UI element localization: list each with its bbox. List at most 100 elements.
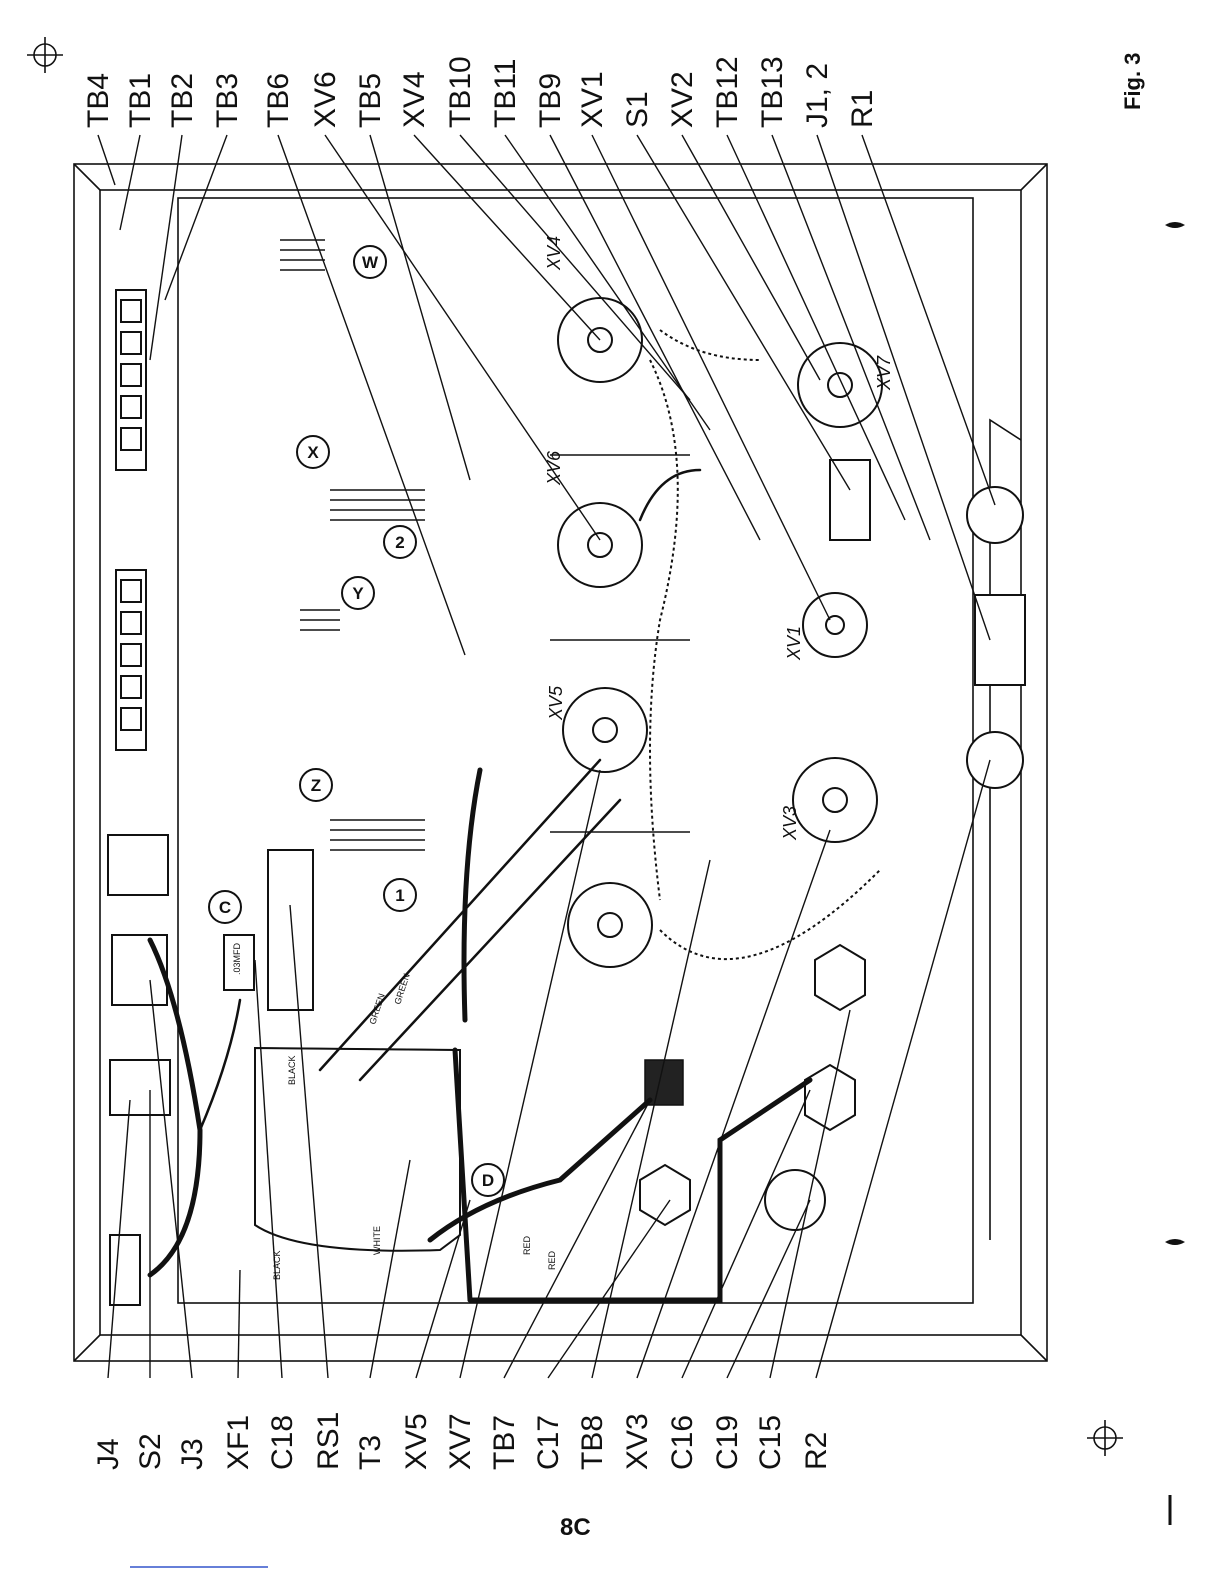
circle-marker-z: Z: [300, 769, 332, 801]
leader-line: [727, 135, 905, 520]
tube-socket-xv4: XV4: [544, 236, 642, 382]
capacitor-c19: [765, 1170, 825, 1230]
leader-line: [150, 980, 192, 1378]
leader-line: [548, 1200, 670, 1378]
component-label-top: XV1: [576, 71, 609, 128]
leader-line: [98, 135, 115, 185]
component-label-top: TB4: [82, 73, 115, 128]
svg-text:RED: RED: [522, 1235, 532, 1255]
jack-j3: [112, 935, 167, 1005]
jack-j4: [108, 835, 168, 895]
capacitor-c18: .03MFD: [224, 935, 254, 990]
leader-line: [120, 135, 140, 230]
svg-text:X: X: [307, 443, 319, 462]
svg-text:W: W: [362, 253, 379, 272]
component-label-bottom: XV3: [621, 1413, 654, 1470]
switch-s1: [830, 460, 870, 540]
svg-text:.03MFD: .03MFD: [232, 942, 242, 975]
component-label-bottom: RS1: [312, 1412, 345, 1470]
leader-line: [370, 135, 470, 480]
svg-text:XV3: XV3: [780, 806, 800, 841]
circle-marker-2: 2: [384, 526, 416, 558]
capacitor-c16: [805, 1065, 855, 1130]
component-label-bottom: T3: [354, 1435, 387, 1470]
resistor-strip-rs1: [268, 850, 313, 1010]
component-label-top: TB1: [124, 73, 157, 128]
terminal-strip-tb2: [116, 570, 146, 750]
tube-socket-xv7-lower: [568, 883, 652, 967]
leader-line: [460, 770, 600, 1378]
component-label-bottom: R2: [800, 1432, 833, 1470]
svg-text:XV1: XV1: [784, 626, 804, 661]
component-label-bottom: J4: [92, 1438, 125, 1470]
pot-r1: [967, 487, 1023, 543]
svg-text:XV5: XV5: [546, 685, 566, 721]
component-label-top: XV6: [309, 71, 342, 128]
leader-lines: [98, 135, 995, 1378]
jack-j1-j2: [975, 595, 1025, 685]
component-label-top: TB3: [211, 73, 244, 128]
component-label-bottom: C15: [754, 1415, 787, 1470]
component-label-top: TB5: [354, 73, 387, 128]
leader-line: [278, 135, 465, 655]
tube-socket-xv1: XV1: [784, 593, 867, 661]
leader-line: [414, 135, 600, 340]
component-label-bottom: C18: [266, 1415, 299, 1470]
figure-label: Fig. 3: [1120, 53, 1145, 110]
svg-text:WHITE: WHITE: [372, 1226, 382, 1255]
circle-marker-x: X: [297, 436, 329, 468]
capacitor-c15: [815, 945, 865, 1010]
component-label-top: TB9: [534, 73, 567, 128]
circle-marker-w: W: [354, 246, 386, 278]
component-label-top: J1, 2: [801, 63, 834, 128]
svg-text:D: D: [482, 1171, 494, 1190]
svg-text:XV4: XV4: [544, 236, 564, 271]
svg-text:XV7: XV7: [874, 355, 894, 391]
circle-marker-1: 1: [384, 879, 416, 911]
component-label-top: TB12: [711, 56, 744, 128]
component-label-bottom: XV7: [444, 1413, 477, 1470]
component-label-top: S1: [621, 91, 654, 128]
component-label-bottom: XV5: [400, 1413, 433, 1470]
pot-r2: [967, 732, 1023, 788]
leader-line: [727, 1200, 810, 1378]
svg-text:Z: Z: [311, 776, 321, 795]
component-label-bottom: C17: [532, 1415, 565, 1470]
component-label-bottom: TB7: [488, 1415, 521, 1470]
registration-mark-bottom-right: [1087, 1420, 1123, 1456]
tube-socket-xv7: XV7: [798, 343, 894, 427]
tube-socket-xv5: XV5: [546, 685, 647, 772]
component-label-top: TB11: [489, 59, 522, 128]
svg-text:BLACK: BLACK: [287, 1055, 297, 1085]
svg-text:C: C: [219, 898, 231, 917]
circle-marker-d: D: [472, 1164, 504, 1196]
leader-line: [682, 135, 820, 380]
component-label-top: TB6: [262, 73, 295, 128]
svg-text:GREEN: GREEN: [392, 972, 411, 1006]
component-label-bottom: TB8: [576, 1415, 609, 1470]
svg-text:1: 1: [395, 886, 404, 905]
component-label-bottom: XF1: [222, 1415, 255, 1470]
component-label-top: R1: [846, 90, 879, 128]
component-label-top: XV2: [666, 71, 699, 128]
svg-text:Y: Y: [352, 584, 364, 603]
svg-text:GREEN: GREEN: [367, 992, 386, 1026]
component-label-bottom: C19: [711, 1415, 744, 1470]
component-label-bottom: S2: [134, 1433, 167, 1470]
tube-socket-xv6: XV6: [544, 450, 642, 587]
leader-line: [165, 135, 227, 300]
registration-mark-top-left: [27, 37, 63, 73]
transformer-t3: BLACK: [255, 1048, 460, 1251]
leader-line: [238, 1270, 240, 1378]
component-label-top: TB2: [166, 73, 199, 128]
tube-socket-xv3: XV3: [780, 758, 877, 842]
component-label-bottom: C16: [666, 1415, 699, 1470]
capacitor-c17: [640, 1165, 690, 1225]
component-label-top: TB10: [444, 56, 477, 128]
svg-text:RED: RED: [547, 1250, 557, 1270]
terminal-strip-tb1: [116, 290, 146, 470]
circle-marker-y: Y: [342, 577, 374, 609]
leader-line: [816, 760, 990, 1378]
